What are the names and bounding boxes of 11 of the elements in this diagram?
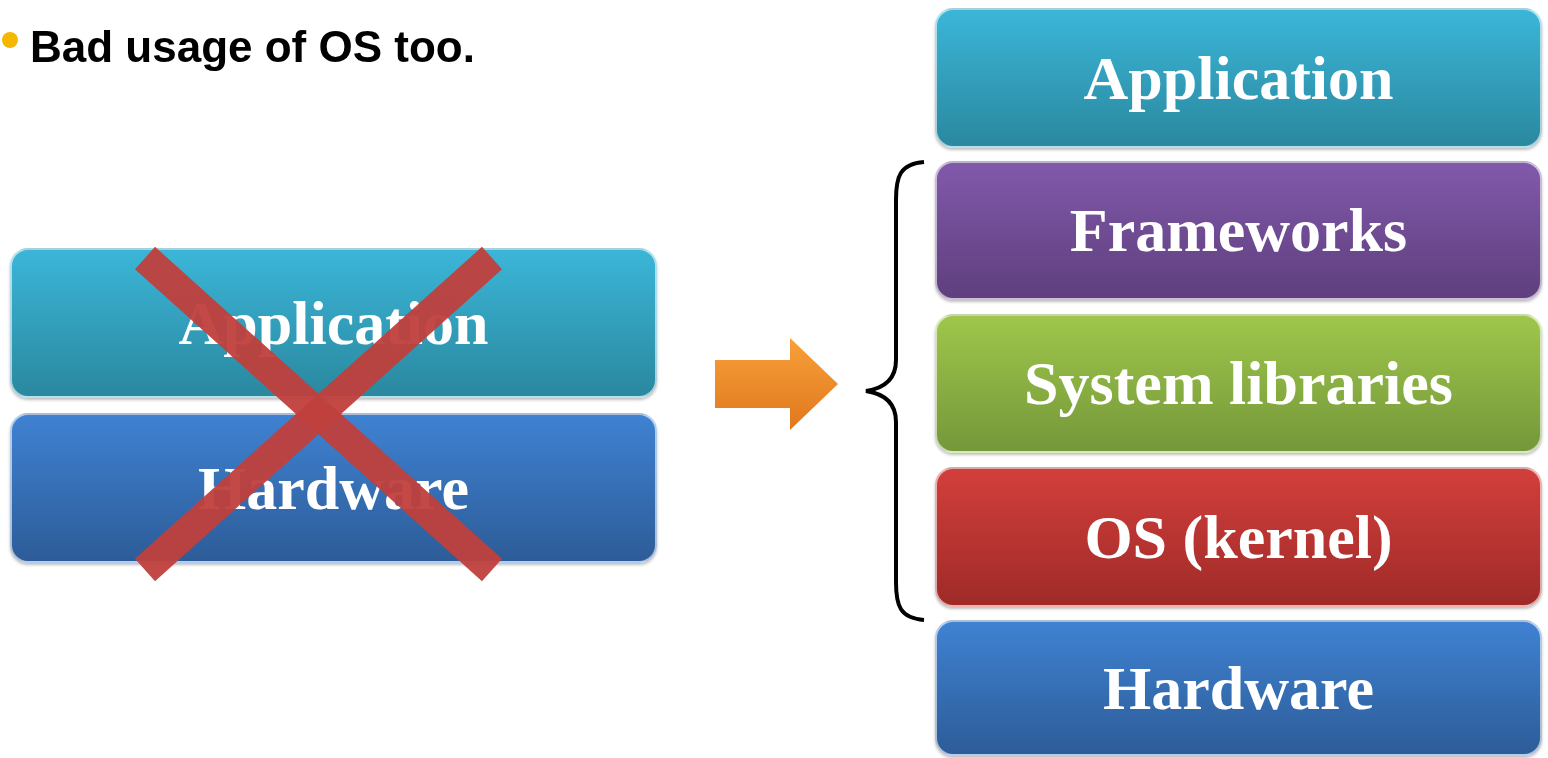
layer-label: OS (kernel) (1084, 501, 1393, 573)
layer-label: Hardware (1103, 652, 1374, 724)
layer-label: System libraries (1024, 348, 1453, 419)
bullet-text: Bad usage of OS too. (30, 22, 475, 72)
layer-box (935, 8, 1542, 148)
layer-box (935, 161, 1542, 300)
layer-label: Application (1083, 42, 1394, 114)
layer-box (935, 314, 1542, 453)
layer-box (935, 467, 1542, 607)
layer-label: Frameworks (1069, 195, 1408, 266)
layer-box (935, 620, 1542, 756)
